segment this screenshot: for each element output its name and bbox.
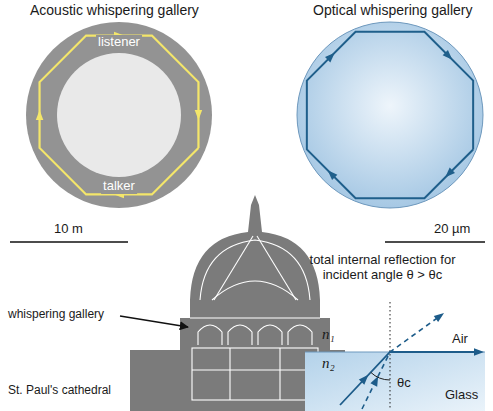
node-text: n₂ (322, 355, 335, 372)
index-label: n₁ (322, 326, 335, 343)
optical-disk (297, 22, 483, 208)
glass-block: n₂ θcGlass (305, 352, 485, 411)
node-text: talker (101, 179, 137, 194)
node-text: Glass (445, 388, 478, 403)
node-text: listener (96, 35, 142, 50)
part-label: St. Paul's cathedral (8, 384, 111, 398)
panel-title: Acoustic whispering gallery (30, 2, 199, 18)
acoustic-gallery-ring: listener talker (26, 22, 212, 208)
node-text: θc (397, 376, 411, 391)
panel-title: Optical whispering gallery (313, 2, 473, 18)
optical-ray-path (307, 32, 473, 198)
note-text: total internal reflection for incident a… (300, 253, 465, 283)
scale-label: 20 µm (434, 222, 470, 237)
leader-arrow (120, 316, 188, 327)
part-label: whispering gallery (8, 308, 104, 322)
scale-label: 10 m (54, 222, 83, 237)
medium-label: Air (452, 332, 468, 347)
